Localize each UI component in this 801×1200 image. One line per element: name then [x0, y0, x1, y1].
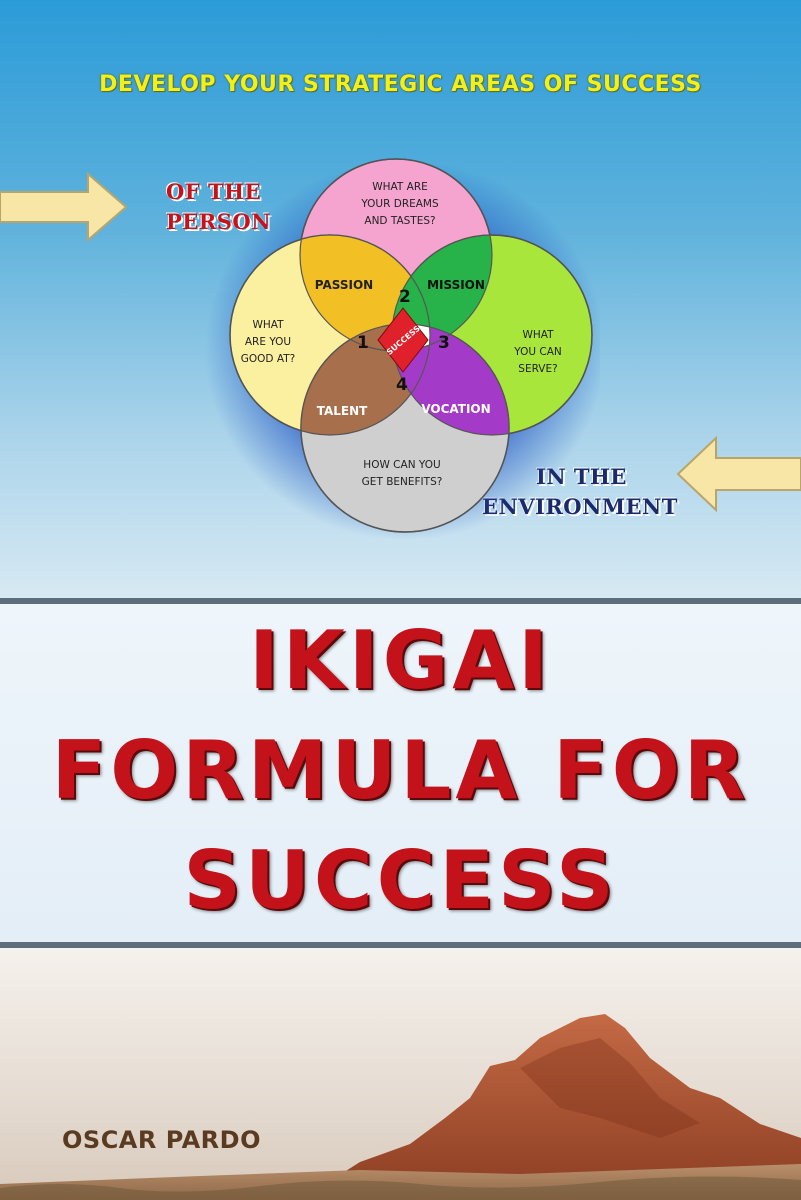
outline-left [229, 234, 431, 436]
desert-mountain-photo [0, 948, 801, 1200]
title-line-1: IKIGAI [249, 614, 552, 707]
dreams-line2: YOUR DREAMS [360, 198, 439, 210]
label-vocation: VOCATION [421, 402, 490, 416]
label-passion: PASSION [315, 278, 373, 292]
number-2: 2 [399, 287, 411, 307]
dreams-line3: AND TASTES? [364, 215, 435, 227]
label-talent: TALENT [317, 404, 368, 418]
good-at-line2: ARE YOU [245, 336, 291, 348]
benefits-line2: GET BENEFITS? [362, 476, 443, 488]
mountain [300, 1014, 801, 1200]
good-at-line1: WHAT [252, 319, 284, 331]
dreams-question: WHAT ARE YOUR DREAMS AND TASTES? [360, 181, 439, 227]
title-band [0, 598, 801, 948]
number-3: 3 [438, 333, 450, 353]
shrubs [0, 1176, 801, 1200]
label-mission: MISSION [427, 278, 485, 292]
title-line-3: SUCCESS [183, 834, 618, 927]
dreams-line1: WHAT ARE [372, 181, 428, 193]
benefits-question: HOW CAN YOU GET BENEFITS? [362, 459, 443, 488]
ikigai-venn-diagram: SUCCESS 2 1 3 4 PASSION MISSION TALENT V… [205, 158, 600, 540]
serve-question: WHAT YOU CAN SERVE? [513, 329, 562, 375]
serve-line1: WHAT [522, 329, 554, 341]
author-name: OSCAR PARDO [62, 1126, 261, 1154]
title-line-2: FORMULA FOR [51, 724, 750, 817]
benefits-line1: HOW CAN YOU [363, 459, 440, 471]
good-at-line3: GOOD AT? [241, 353, 295, 365]
number-1: 1 [357, 333, 369, 353]
serve-line2: YOU CAN [513, 346, 562, 358]
headline: DEVELOP YOUR STRATEGIC AREAS OF SUCCESS [99, 72, 702, 97]
good-at-question: WHAT ARE YOU GOOD AT? [241, 319, 295, 365]
mountain-shadow [520, 1038, 700, 1138]
arrow-right-icon [0, 172, 128, 242]
arrow-left-icon [676, 436, 801, 512]
number-4: 4 [396, 375, 408, 395]
overlap-mission [392, 235, 492, 351]
success-center [377, 307, 429, 373]
label-person-line1: OF THE [166, 179, 261, 204]
serve-line3: SERVE? [518, 363, 557, 375]
